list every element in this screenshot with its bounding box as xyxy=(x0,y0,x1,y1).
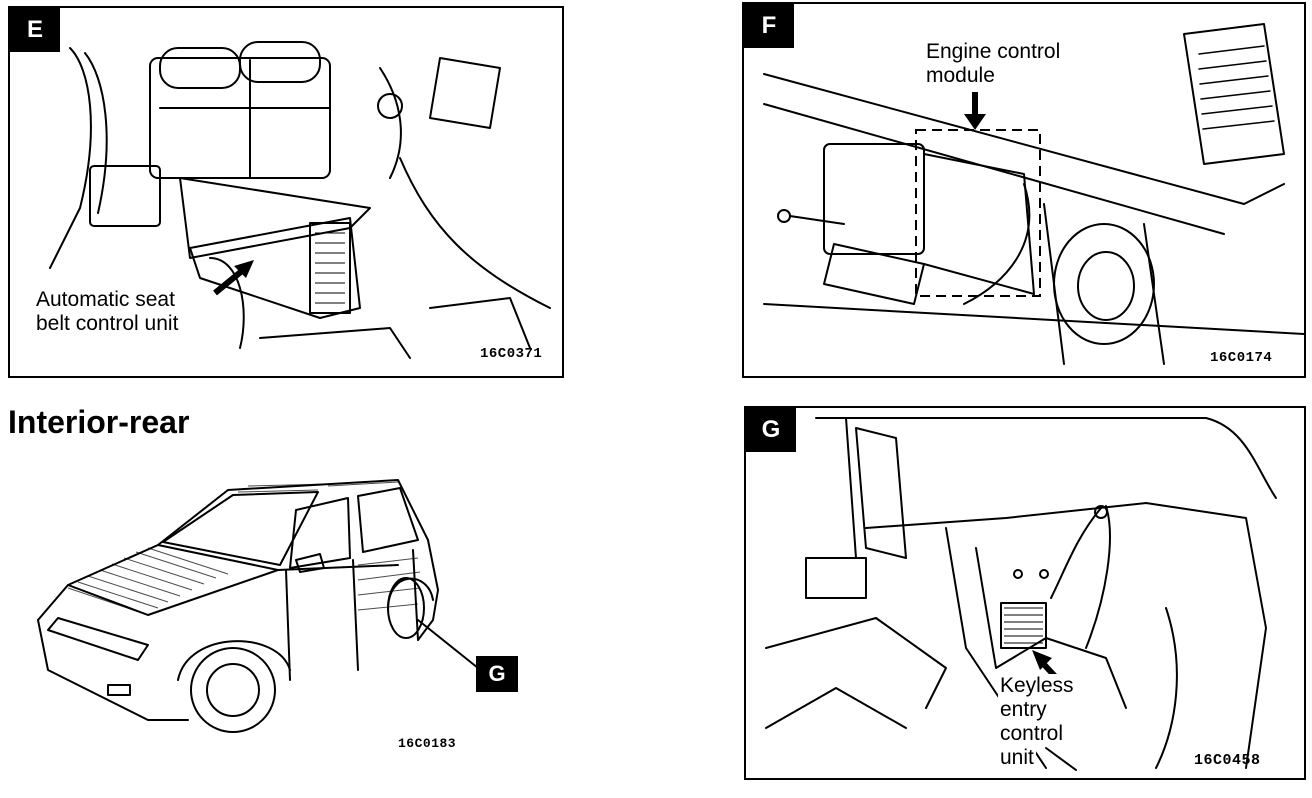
panel-e: E Automatic seat belt control unit 16C03… xyxy=(8,6,564,378)
panel-g-label-line-2: entry xyxy=(998,698,1049,722)
panel-g-illustration xyxy=(765,417,1277,771)
vehicle-drawing xyxy=(37,479,479,733)
panel-e-illustration xyxy=(49,41,551,359)
panel-e-badge: E xyxy=(10,8,60,52)
panel-g-label-line-4: unit xyxy=(998,746,1036,770)
panel-f-label-line-2: module xyxy=(924,64,997,88)
panel-g-badge: G xyxy=(746,408,796,452)
panel-g-label-line-1: Keyless xyxy=(998,674,1076,698)
panel-f-illustration xyxy=(763,23,1304,365)
location-g-callout: G xyxy=(476,656,518,692)
panel-e-code: 16C0371 xyxy=(480,346,543,362)
panel-f-badge: F xyxy=(744,4,794,48)
panel-f: F Engine control module 16C0174 xyxy=(742,2,1306,378)
panel-g-label-line-3: control xyxy=(998,722,1066,746)
panel-g: G Keyless entry control unit 16C0458 xyxy=(744,406,1306,780)
interior-rear-title: Interior-rear xyxy=(8,404,190,440)
panel-e-label-line-2: belt control unit xyxy=(34,312,181,336)
panel-e-label-line-1: Automatic seat xyxy=(34,288,177,312)
panel-f-label-line-1: Engine control xyxy=(924,40,1063,64)
panel-f-code: 16C0174 xyxy=(1210,350,1273,366)
panel-g-code: 16C0458 xyxy=(1194,752,1261,769)
interior-rear-code: 16C0183 xyxy=(398,736,457,751)
vehicle-illustration xyxy=(28,470,528,740)
